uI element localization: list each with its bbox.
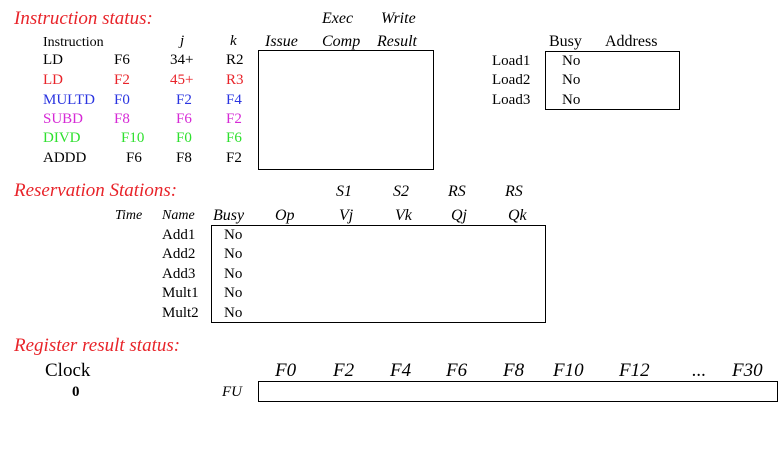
name-col-header: Name (162, 208, 195, 223)
instr-k: F4 (226, 92, 242, 108)
register-fu-box (258, 381, 778, 402)
instruction-col-header: Instruction (43, 35, 104, 50)
instr-op: ADDD (43, 150, 87, 166)
instruction-timing-box (258, 50, 434, 170)
rs-busy: No (224, 305, 243, 321)
instr-j: F0 (176, 130, 192, 146)
rs-name: Add3 (162, 266, 196, 282)
instruction-status-title: Instruction status: (14, 8, 153, 29)
instr-dst: F6 (114, 52, 130, 68)
rs-busy: No (224, 227, 243, 243)
instr-op: LD (43, 52, 63, 68)
clock-value: 0 (72, 384, 80, 400)
issue-col-header: Issue (265, 33, 298, 50)
register-label: F0 (275, 360, 297, 381)
vj-col-header: Vj (339, 207, 354, 224)
rs-busy: No (224, 246, 243, 262)
instr-j: 45+ (170, 72, 194, 88)
register-label: F2 (333, 360, 355, 381)
qk-col-header: Qk (508, 207, 527, 224)
time-col-header: Time (115, 208, 143, 223)
s2-header: S2 (393, 183, 409, 200)
k-col-header: k (230, 33, 237, 49)
instr-op: SUBD (43, 111, 84, 127)
register-status-title: Register result status: (14, 335, 181, 356)
register-label: F10 (553, 360, 584, 381)
instr-op: LD (43, 72, 63, 88)
rs-name: Add1 (162, 227, 196, 243)
instr-j: F6 (176, 111, 192, 127)
register-label: F8 (503, 360, 525, 381)
op-col-header: Op (275, 207, 295, 224)
instr-op: MULTD (43, 92, 95, 108)
s1-header: S1 (336, 183, 352, 200)
register-label: F30 (732, 360, 763, 381)
instr-op: DIVD (43, 130, 81, 146)
instr-k: R3 (226, 72, 244, 88)
instr-k: F6 (226, 130, 242, 146)
instr-dst: F8 (114, 111, 130, 127)
load-buffer-name: Load3 (492, 92, 531, 108)
load-busy-header: Busy (549, 33, 582, 50)
reservation-station-box (211, 225, 546, 323)
instr-j: 34+ (170, 52, 194, 68)
exec-header-top: Exec (322, 10, 354, 27)
reservation-stations-title: Reservation Stations: (14, 180, 178, 201)
write-result-col-header: Result (377, 33, 417, 50)
instr-dst: F6 (126, 150, 142, 166)
register-label: ... (692, 360, 707, 381)
exec-comp-col-header: Comp (322, 33, 361, 50)
load-buffer-busy: No (562, 53, 581, 69)
instr-k: F2 (226, 111, 242, 127)
instr-k: F2 (226, 150, 242, 166)
rs-name: Add2 (162, 246, 196, 262)
write-header-top: Write (381, 10, 416, 27)
j-col-header: j (180, 33, 185, 49)
register-label: F12 (619, 360, 650, 381)
instr-j: F2 (176, 92, 192, 108)
load-buffer-busy: No (562, 92, 581, 108)
load-buffer-name: Load2 (492, 72, 531, 88)
load-buffer-name: Load1 (492, 53, 531, 69)
rs-name: Mult2 (162, 305, 199, 321)
qj-col-header: Qj (451, 207, 467, 224)
rs-name: Mult1 (162, 285, 199, 301)
register-label: F4 (390, 360, 412, 381)
rs-busy: No (224, 266, 243, 282)
rs-header-qj: RS (448, 183, 466, 200)
clock-label: Clock (45, 360, 91, 381)
instr-dst: F2 (114, 72, 130, 88)
rs-busy: No (224, 285, 243, 301)
register-label: F6 (446, 360, 468, 381)
instr-k: R2 (226, 52, 244, 68)
fu-label: FU (222, 384, 242, 400)
load-buffer-box (545, 51, 680, 110)
rs-header-qk: RS (505, 183, 523, 200)
busy-col-header: Busy (213, 207, 245, 224)
instr-dst: F10 (121, 130, 145, 146)
instr-dst: F0 (114, 92, 130, 108)
vk-col-header: Vk (395, 207, 412, 224)
load-buffer-busy: No (562, 72, 581, 88)
instr-j: F8 (176, 150, 192, 166)
load-address-header: Address (605, 33, 658, 50)
